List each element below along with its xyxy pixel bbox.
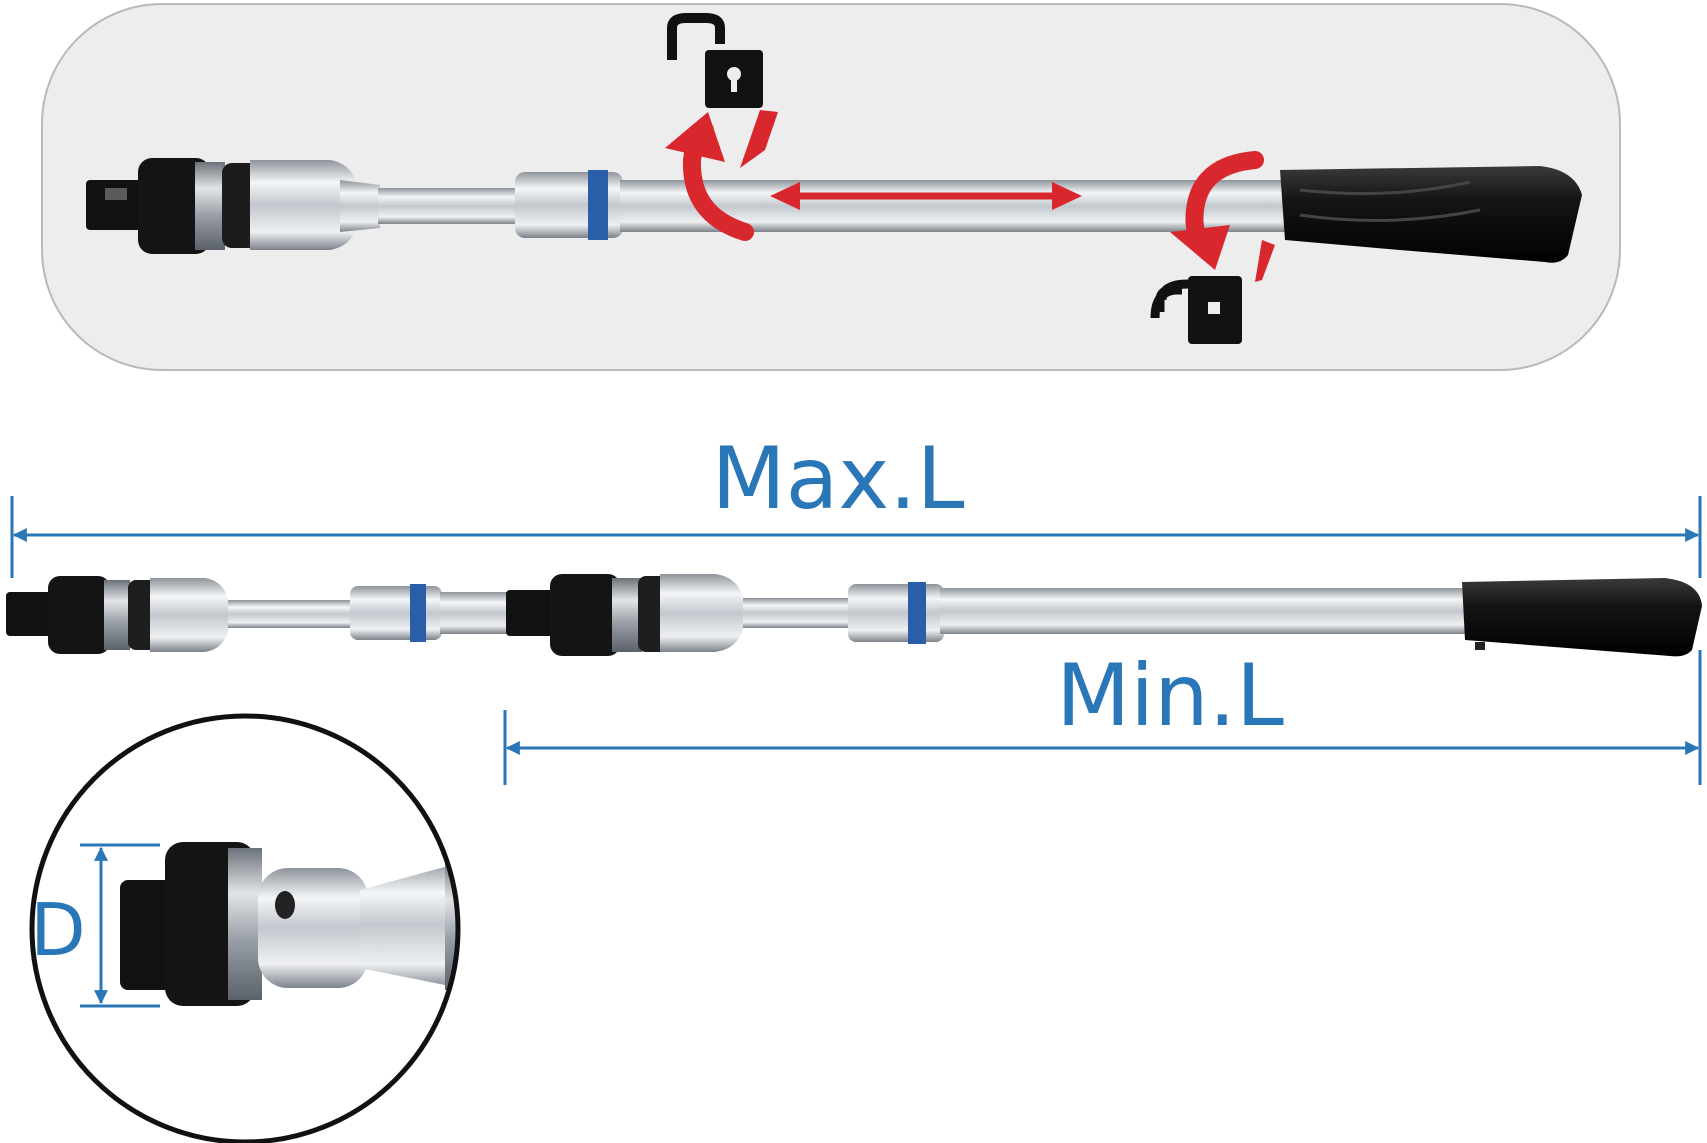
diameter-label: D [30, 888, 85, 972]
square-drive [506, 590, 558, 636]
collapsed-ratchet [506, 574, 1702, 657]
max-length-dimension: Max.L [10, 429, 1702, 578]
min-length-dimension: Min.L [503, 646, 1702, 785]
extend-double-arrow-icon [770, 182, 1082, 210]
locked-padlock-icon [1150, 276, 1242, 344]
unlock-rotate-arrow-icon [665, 110, 778, 241]
unlocked-padlock-icon [667, 13, 763, 108]
square-drive [86, 180, 146, 230]
max-length-label: Max.L [711, 429, 964, 529]
lock-rotate-arrow-icon [1170, 151, 1275, 282]
extended-ratchet-ghost [6, 576, 510, 654]
inner-shaft [378, 188, 518, 224]
drive-detail-circle: D [29, 713, 461, 1143]
grip [1280, 166, 1582, 263]
usage-panel [41, 3, 1621, 371]
ratchet-head [138, 158, 210, 254]
min-length-label: Min.L [1056, 646, 1284, 746]
